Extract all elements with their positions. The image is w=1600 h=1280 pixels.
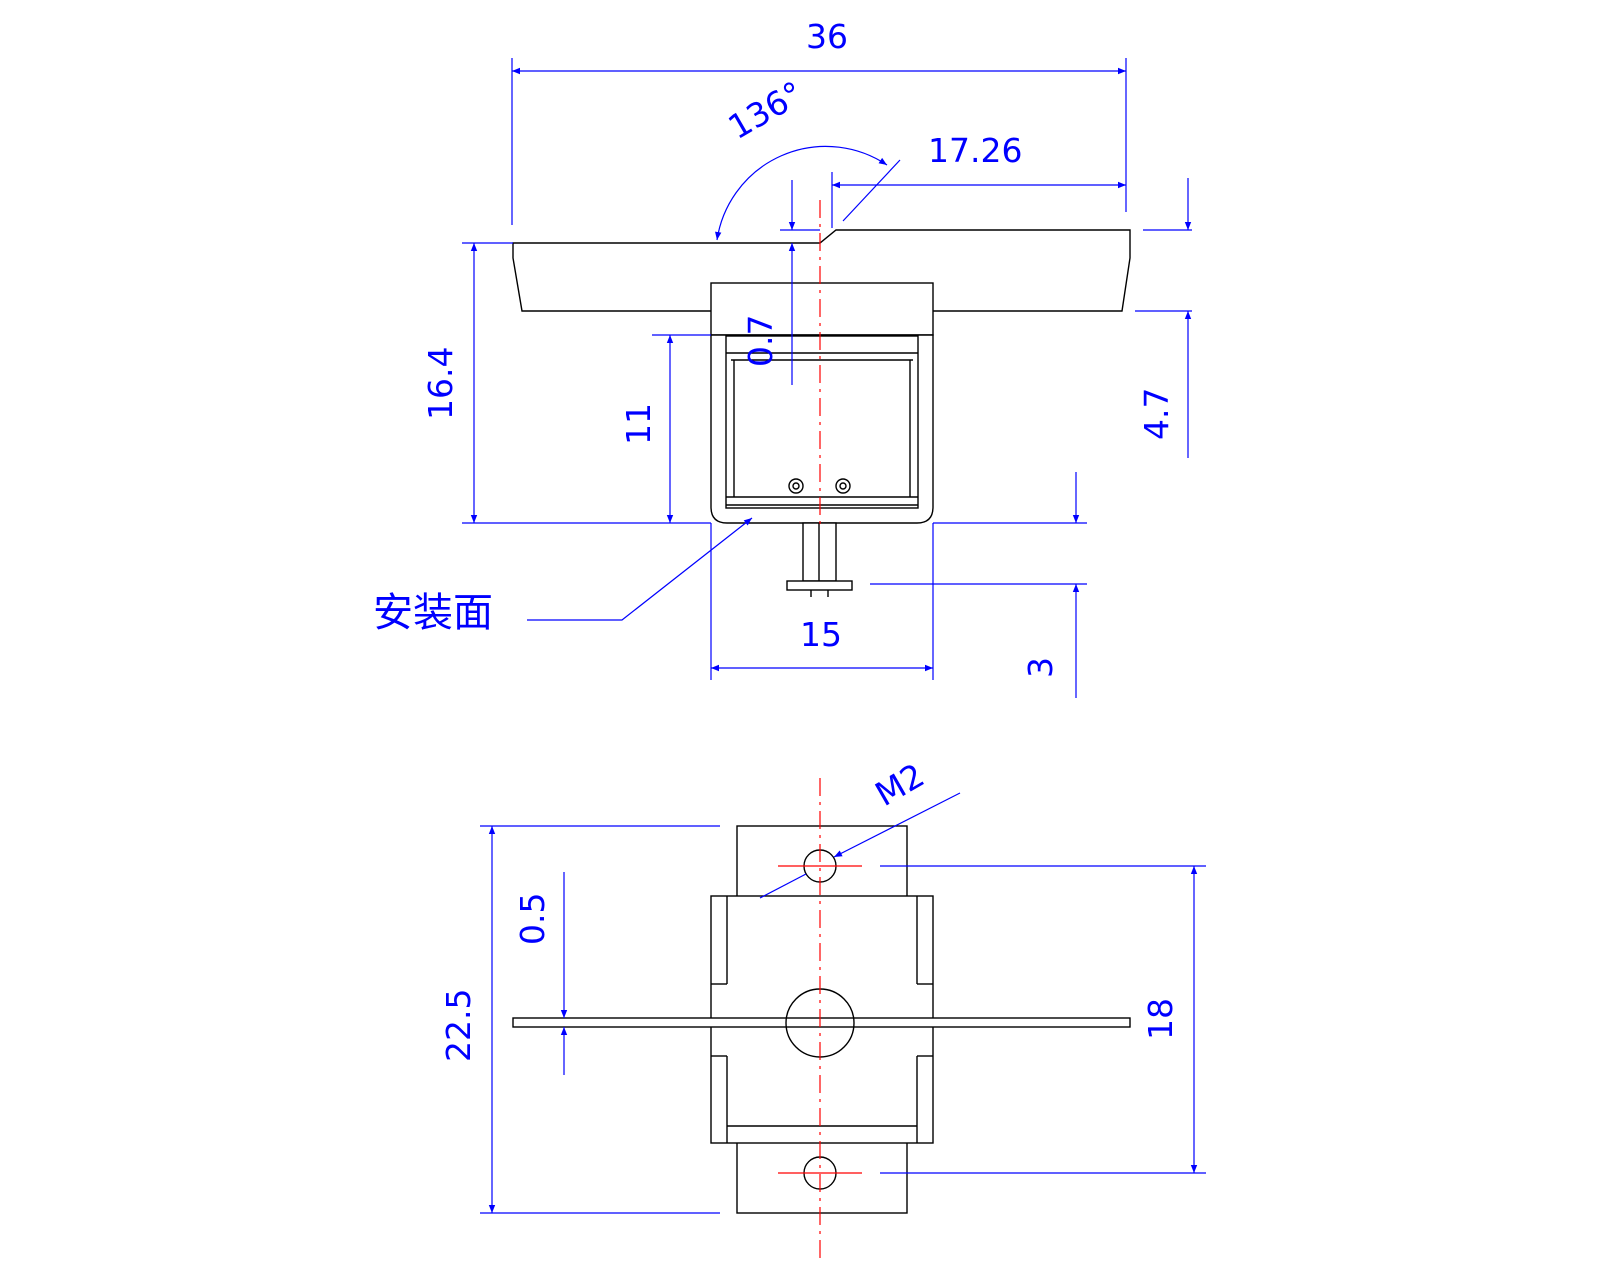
dim-text-17-26: 17.26	[928, 131, 1022, 170]
dim-text-0-5: 0.5	[513, 893, 552, 945]
body-frame-outer	[710, 334, 934, 524]
label-mounting-surface: 安装面	[373, 590, 493, 636]
screw-right	[835, 478, 851, 494]
bottom-view: M2 22.5 0.5 18	[439, 755, 1206, 1262]
leader-m2-tail	[759, 873, 807, 899]
dim-text-0-7: 0.7	[741, 315, 780, 367]
dim-text-3: 3	[1021, 657, 1060, 678]
dim-text-18: 18	[1141, 998, 1180, 1040]
dim-text-16-4: 16.4	[421, 347, 460, 420]
screw-right-inner	[839, 482, 847, 490]
body-frame-inner	[725, 335, 919, 509]
screw-left-inner	[792, 482, 800, 490]
blade-thin	[512, 1017, 1131, 1028]
dim-text-136: 136°	[722, 73, 810, 147]
dim-text-m2: M2	[869, 755, 931, 814]
dim-text-36: 36	[806, 17, 848, 56]
leader-m2	[833, 792, 961, 858]
ext-line-17-26-slant	[842, 159, 901, 222]
shaft-flange	[786, 580, 853, 591]
dim-text-4-7: 4.7	[1137, 388, 1176, 440]
screw-left	[788, 478, 804, 494]
dim-text-22-5: 22.5	[439, 989, 478, 1062]
top-view: 36 136° 17.26 0.7 16.4 11 4.7 15	[373, 17, 1192, 698]
dim-text-15: 15	[800, 615, 842, 654]
dim-text-11: 11	[619, 403, 658, 445]
dim-arc-136	[715, 145, 888, 241]
leader-mounting-surface	[527, 517, 753, 621]
